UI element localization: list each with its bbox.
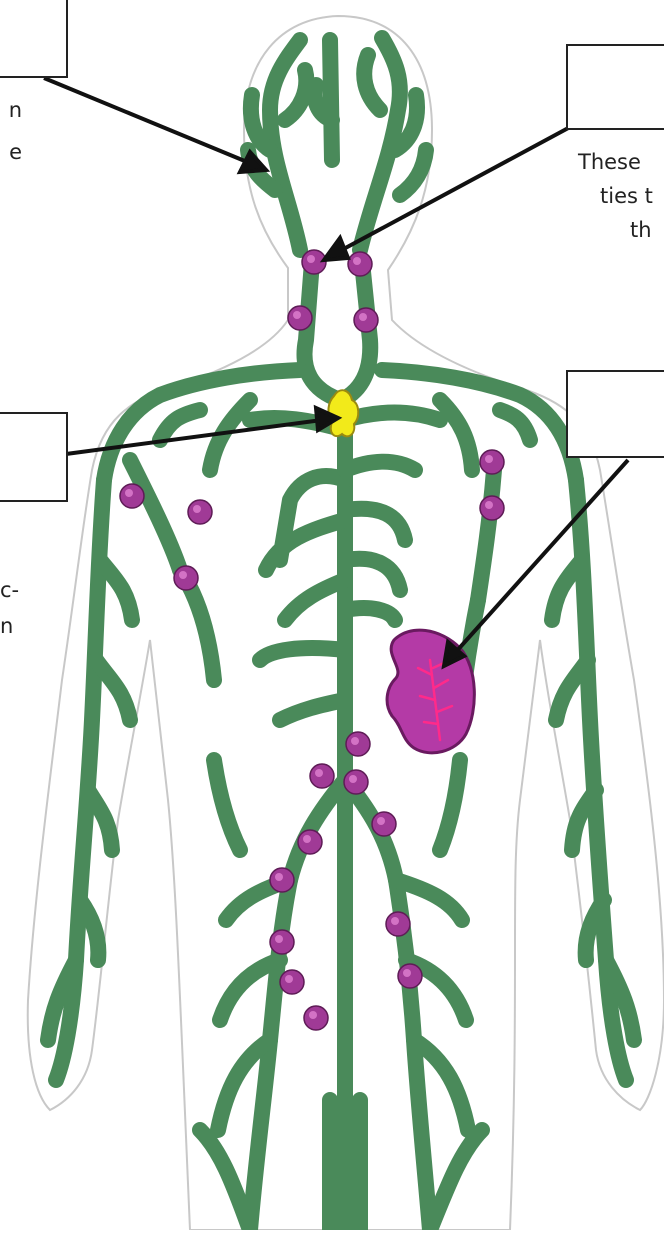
label-box-top-right[interactable]	[566, 44, 664, 130]
lymph-node-highlight	[315, 769, 323, 777]
lymph-node	[354, 308, 378, 332]
lymph-node	[386, 912, 410, 936]
lymph-node-highlight	[391, 917, 399, 925]
caption-middle-left-line-2: n	[0, 614, 13, 638]
lymph-node-highlight	[353, 257, 361, 265]
lymph-node	[270, 930, 294, 954]
lymph-node-highlight	[193, 505, 201, 513]
lymph-node-highlight	[349, 775, 357, 783]
lymph-node	[480, 496, 504, 520]
lymph-node-highlight	[351, 737, 359, 745]
lymph-node-highlight	[377, 817, 385, 825]
lymph-node-highlight	[359, 313, 367, 321]
caption-top-left-line-1: n	[9, 98, 22, 122]
lymph-node-highlight	[303, 835, 311, 843]
lymph-node	[310, 764, 334, 788]
lymph-node-highlight	[293, 311, 301, 319]
lymph-node-highlight	[403, 969, 411, 977]
lymph-node-highlight	[275, 873, 283, 881]
lymph-node	[304, 1006, 328, 1030]
lymph-node-highlight	[485, 455, 493, 463]
lymph-node-highlight	[285, 975, 293, 983]
caption-top-right-line-2: ties t	[600, 184, 653, 208]
lymph-node-highlight	[275, 935, 283, 943]
lymph-node	[270, 868, 294, 892]
lymph-node	[174, 566, 198, 590]
label-box-middle-left[interactable]	[0, 412, 68, 502]
caption-middle-left-line-1: c-	[0, 578, 19, 602]
lymph-node	[298, 830, 322, 854]
lymph-node-highlight	[485, 501, 493, 509]
label-box-top-left[interactable]	[0, 0, 68, 78]
lymph-node	[346, 732, 370, 756]
caption-top-right-line-3: th	[630, 218, 652, 242]
caption-top-left-line-2: e	[9, 140, 22, 164]
caption-top-right-line-1: These	[578, 150, 641, 174]
lymph-node	[344, 770, 368, 794]
lymph-node	[120, 484, 144, 508]
arrow-tonsils	[44, 78, 252, 164]
lymph-node-highlight	[179, 571, 187, 579]
lymph-node	[348, 252, 372, 276]
lymph-node	[372, 812, 396, 836]
lymph-node	[480, 450, 504, 474]
lymph-node-highlight	[125, 489, 133, 497]
lymph-node	[280, 970, 304, 994]
lymph-node	[188, 500, 212, 524]
lymph-node	[288, 306, 312, 330]
label-box-middle-right[interactable]	[566, 370, 664, 458]
lymph-node-highlight	[307, 255, 315, 263]
lymph-node	[398, 964, 422, 988]
lymph-node-highlight	[309, 1011, 317, 1019]
